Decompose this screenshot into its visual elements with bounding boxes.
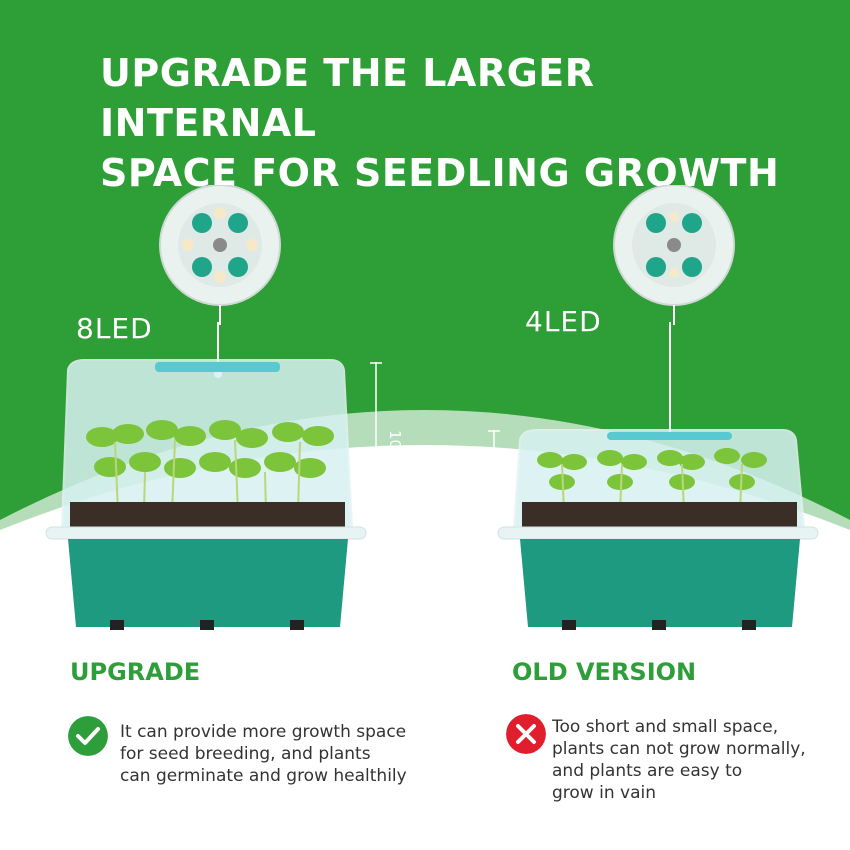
height-label-left: 10.5cm/4.13in — [386, 430, 404, 539]
height-indicator-left — [370, 362, 382, 620]
cross-icon — [506, 714, 546, 754]
seed-tray-tall — [45, 322, 367, 630]
section-title-old-version: OLD VERSION — [512, 658, 697, 686]
headline-line-1: UPGRADE THE LARGER INTERNAL — [100, 51, 595, 145]
headline: UPGRADE THE LARGER INTERNAL SPACE FOR SE… — [100, 48, 820, 198]
upgrade-description: It can provide more growth space for see… — [120, 722, 407, 786]
led-disc-8 — [159, 185, 281, 325]
seed-tray-short — [497, 322, 819, 630]
checkmark-icon — [68, 716, 108, 756]
height-label-right: 5.5cm/2.16in — [466, 475, 484, 574]
section-title-upgrade: UPGRADE — [70, 658, 201, 686]
led-disc-4 — [613, 185, 735, 325]
height-indicator-right — [488, 430, 500, 623]
old-version-description: Too short and small space, plants can no… — [552, 717, 806, 803]
led-count-left: 8LED — [76, 312, 153, 345]
led-count-right: 4LED — [525, 305, 602, 338]
